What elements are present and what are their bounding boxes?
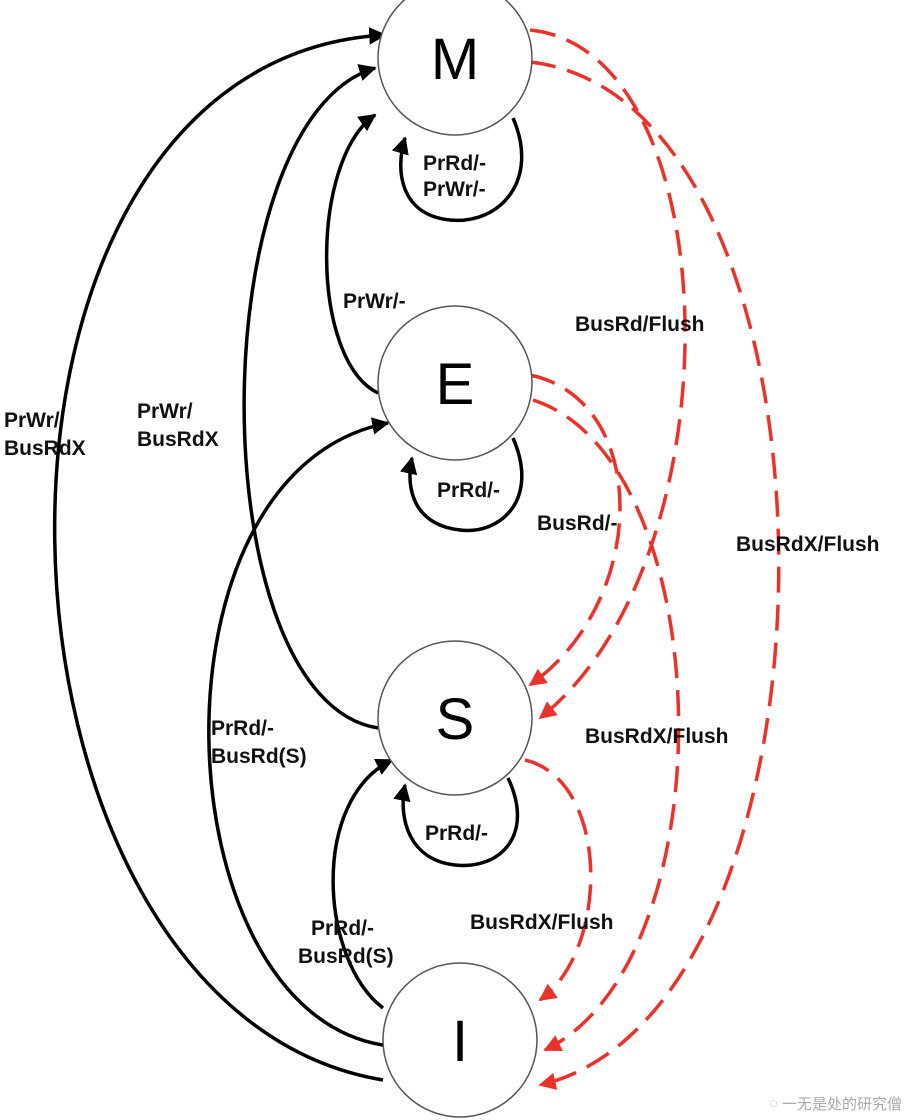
edge-e-to-s	[528, 373, 622, 687]
state-e-label: E	[436, 352, 475, 417]
watermark-text: 一无是处的研究僧	[781, 1096, 902, 1113]
edge-i-to-e	[207, 417, 390, 1047]
label-m-to-s: BusRd/Flush	[575, 313, 705, 336]
label-i-to-e: BusRd(S)	[211, 745, 307, 768]
label-e-to-s: BusRd/-	[537, 512, 618, 535]
loop-s	[393, 777, 520, 868]
label-s-to-i: BusRdX/Flush	[470, 911, 614, 934]
edge-i-to-s	[331, 758, 394, 1010]
loop-m	[391, 117, 524, 223]
edge-s-to-m	[242, 64, 379, 730]
edge-s-to-i	[524, 758, 593, 1002]
watermark: ◌ 一无是处的研究僧	[769, 1093, 902, 1114]
state-s-label: S	[436, 687, 475, 752]
state-e: E	[377, 305, 533, 461]
label-i-to-s: BusRd(S)	[298, 945, 394, 968]
state-s: S	[377, 640, 533, 796]
label-m-to-i: BusRdX/Flush	[736, 533, 880, 556]
loop-e	[400, 437, 524, 533]
edge-i-to-m	[52, 27, 387, 1082]
state-i-label: I	[452, 1009, 468, 1074]
label-e-to-i: BusRdX/Flush	[585, 725, 729, 748]
label-i-to-m: PrWr/	[4, 409, 60, 432]
edge-m-to-i	[529, 60, 781, 1090]
edge-e-to-i	[532, 398, 681, 1052]
label-m-loop: PrWr/-	[423, 178, 486, 201]
state-m: M	[377, 0, 533, 136]
label-m-loop: PrRd/-	[423, 152, 486, 175]
edge-m-to-s	[529, 28, 687, 720]
label-i-to-m: BusRdX	[4, 437, 86, 460]
label-s-to-m: PrWr/	[137, 400, 193, 423]
label-s-to-m: BusRdX	[137, 428, 219, 451]
state-m-label: M	[431, 27, 479, 92]
label-e-loop: PrRd/-	[437, 479, 500, 502]
label-i-to-e: PrRd/-	[211, 717, 274, 740]
state-i: I	[382, 962, 538, 1118]
wechat-icon: ◌	[769, 1095, 778, 1112]
label-s-loop: PrRd/-	[425, 822, 488, 845]
edge-e-to-m	[324, 113, 379, 395]
label-e-to-m: PrWr/-	[343, 290, 406, 313]
label-i-to-s: PrRd/-	[311, 917, 374, 940]
